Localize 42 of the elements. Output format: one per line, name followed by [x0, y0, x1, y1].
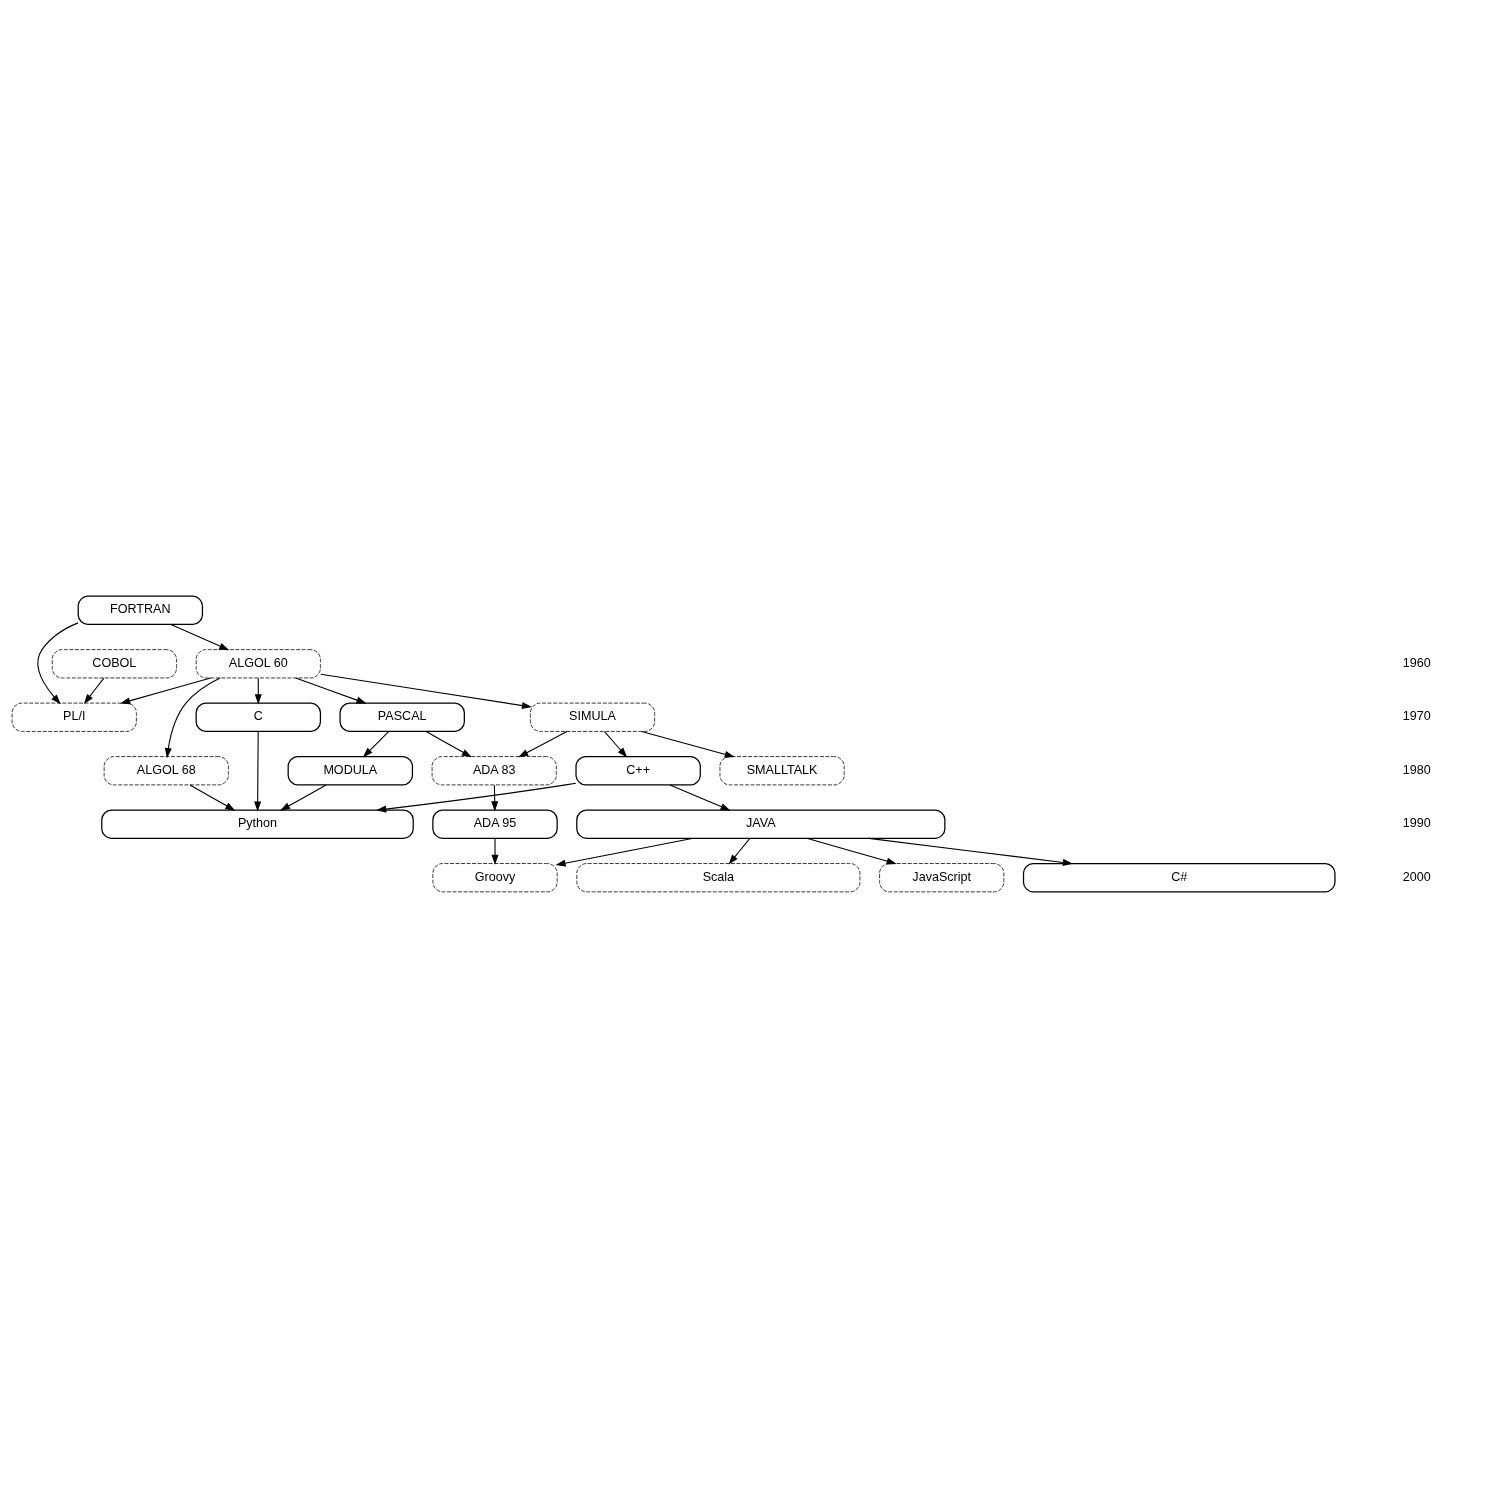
arrow	[164, 676, 221, 758]
node-box: ADA 83	[431, 755, 557, 785]
node-box: Python	[101, 808, 414, 839]
arrow	[120, 676, 212, 704]
node-box: JavaScript	[879, 862, 1005, 892]
node-box: FORTRAN	[77, 595, 204, 625]
node-box: JAVA	[576, 808, 946, 839]
arrow	[728, 837, 751, 864]
arrow	[170, 623, 230, 650]
node-box: C++	[575, 755, 701, 786]
arrow	[491, 837, 499, 865]
node-box: Scala	[576, 862, 861, 892]
node-box: SIMULA	[530, 702, 656, 732]
node-box: SMALLTALK	[719, 755, 845, 785]
label: 1960	[1402, 655, 1431, 670]
arrow	[868, 837, 1073, 866]
node-box: ALGOL 68	[103, 755, 229, 785]
arrow	[83, 677, 105, 704]
arrow	[641, 730, 735, 758]
label: 1980	[1402, 762, 1431, 777]
arrow	[362, 730, 390, 757]
node-box: MODULA	[287, 755, 414, 786]
arrow	[37, 621, 79, 704]
node-box: PASCAL	[339, 701, 465, 732]
arrow	[295, 677, 367, 704]
node-box: COBOL	[51, 648, 177, 678]
node-box: C	[195, 701, 322, 732]
arrow	[518, 730, 568, 757]
node-box: C#	[1022, 862, 1336, 892]
node-box: Groovy	[432, 862, 558, 892]
label: 1990	[1402, 815, 1431, 830]
node-box: ALGOL 60	[195, 648, 321, 678]
label: 1970	[1402, 708, 1431, 723]
arrow	[254, 730, 262, 812]
arrow	[555, 837, 693, 867]
arrow	[603, 730, 628, 757]
arrow	[425, 730, 472, 757]
arrow	[807, 837, 897, 865]
label: 2000	[1402, 869, 1431, 884]
node-box: PL/I	[11, 702, 137, 732]
arrow	[320, 673, 532, 709]
node-box: ADA 95	[432, 808, 558, 839]
